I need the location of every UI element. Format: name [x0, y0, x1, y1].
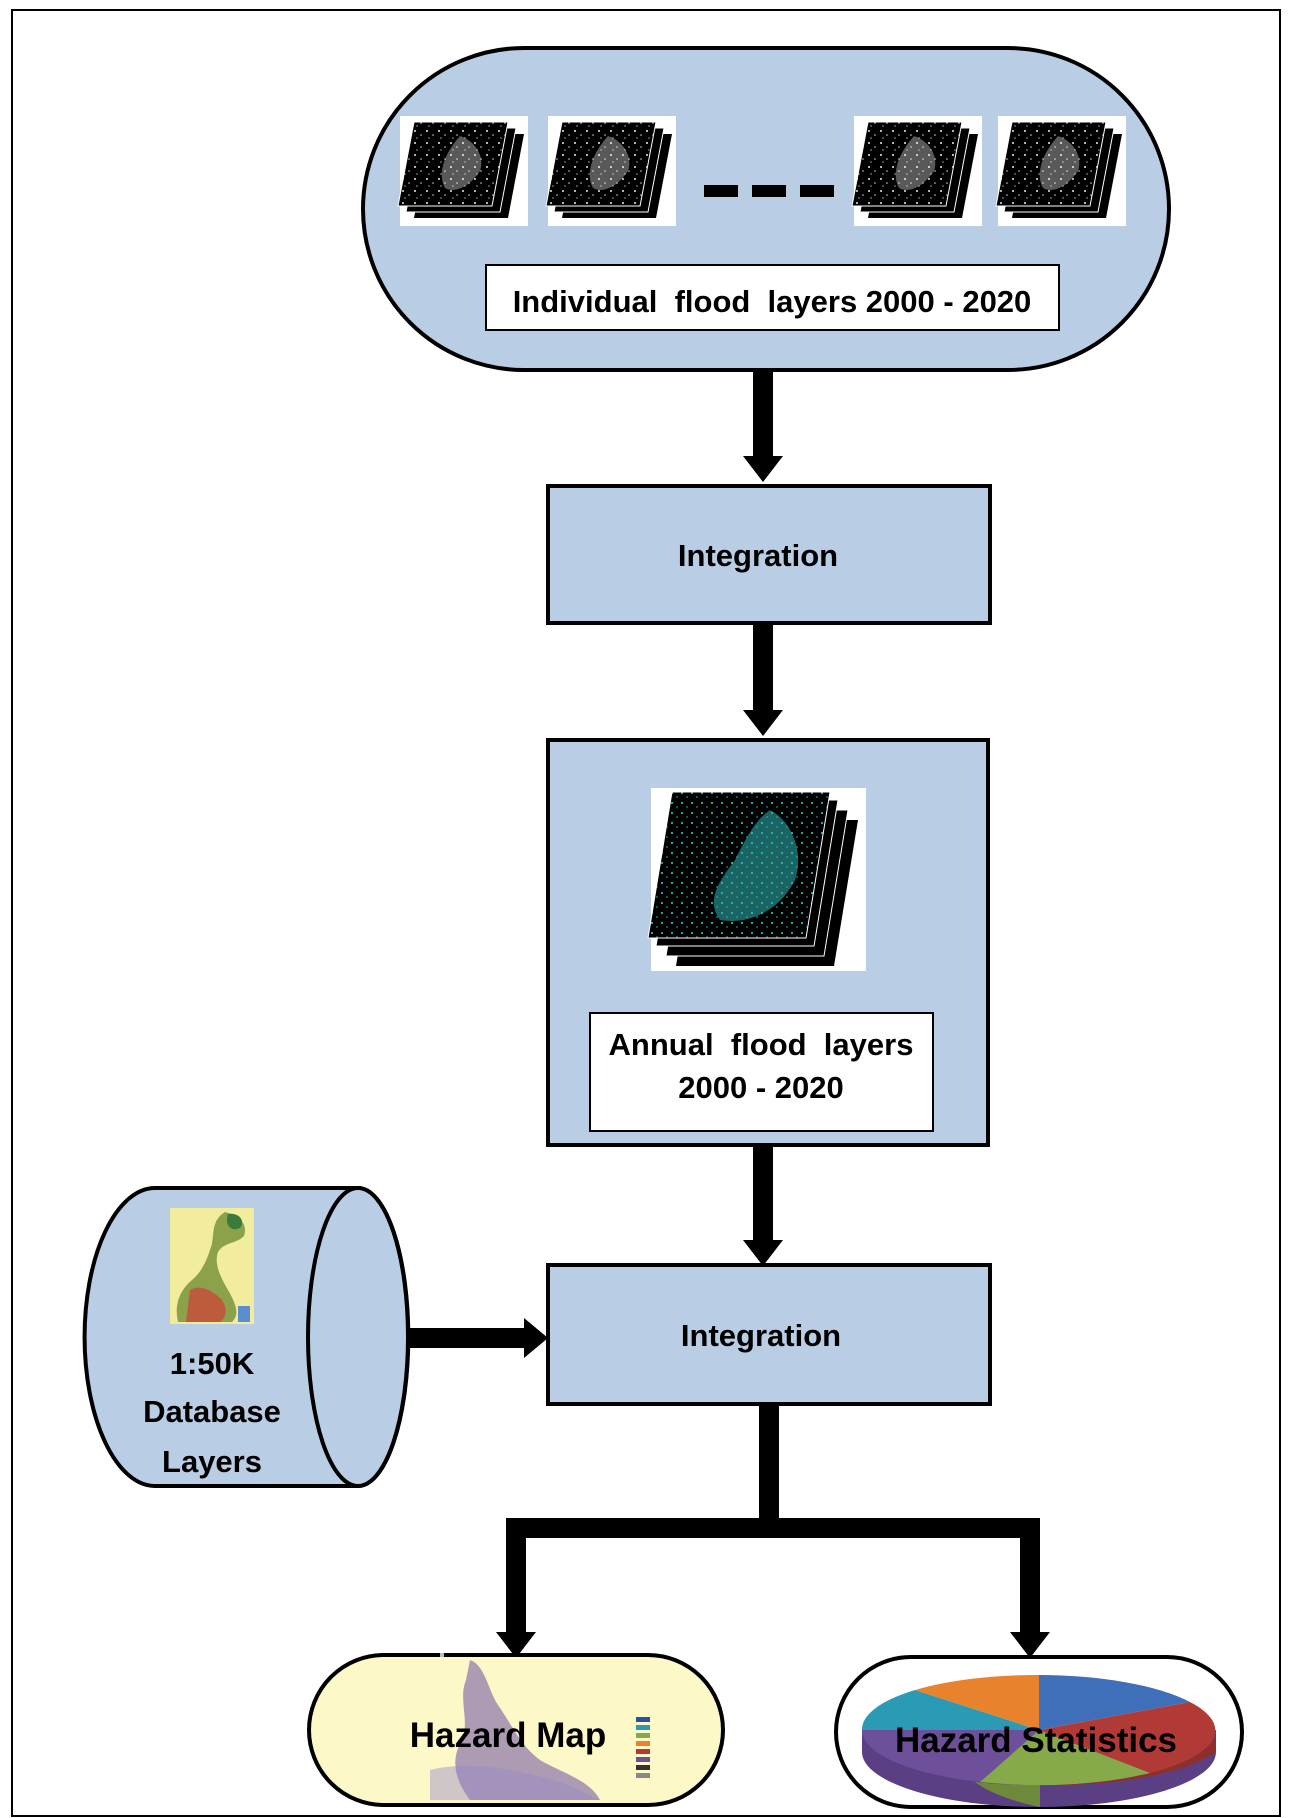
connector-integration-to-annual	[743, 623, 783, 736]
flood-stack-icon-3	[851, 115, 983, 227]
hazard-map-thumbnail-icon	[430, 1653, 650, 1800]
annual-layers-node: Annual flood layers 2000 - 2020	[546, 738, 990, 1147]
integration-box-2	[546, 1263, 992, 1406]
input-layers-label: Individual flood layers 2000 - 2020	[513, 284, 1032, 319]
database-label-line3: Layers	[162, 1444, 262, 1479]
hazard-map-shape	[307, 1653, 725, 1807]
database-cylinder-end	[306, 1186, 410, 1488]
integration-label-2: Integration	[681, 1318, 841, 1353]
database-label-line2: Database	[143, 1394, 281, 1429]
connector-integration-to-outputs	[496, 1404, 1050, 1658]
hazard-map-legend-icon	[636, 1717, 650, 1778]
connector-database-to-integration	[408, 1318, 548, 1358]
annual-layers-label-line1: Annual flood layers	[609, 1027, 914, 1062]
outer-frame	[11, 9, 1281, 1817]
input-layers-label-box	[485, 264, 1060, 331]
database-label-line1: 1:50K	[170, 1346, 255, 1381]
hazard-map-node: Hazard Map	[307, 1653, 725, 1807]
pie-chart-icon	[861, 1674, 1216, 1807]
connector-annual-to-integration	[743, 1145, 783, 1266]
flood-stack-icon-1	[397, 115, 529, 227]
ellipsis-dashes-icon	[704, 185, 834, 197]
hazard-statistics-label: Hazard Statistics	[895, 1721, 1177, 1760]
hazard-statistics-node: Hazard Statistics	[834, 1655, 1244, 1809]
connector-input-to-integration	[743, 370, 783, 482]
state-map-icon	[170, 1208, 254, 1324]
integration-node-1: Integration	[546, 484, 992, 625]
integration-label-1: Integration	[678, 538, 838, 573]
flood-stack-icon-4	[995, 115, 1127, 227]
flood-stack-icon-2	[545, 115, 677, 227]
integration-box-1	[546, 484, 992, 625]
hazard-map-label: Hazard Map	[410, 1716, 606, 1755]
integration-node-2: Integration	[546, 1263, 992, 1406]
database-node: 1:50K Database Layers	[82, 1186, 411, 1488]
annual-flood-stack-icon	[647, 788, 866, 971]
annual-layers-label-box	[589, 1012, 934, 1132]
input-layers-node: Individual flood layers 2000 - 2020	[361, 46, 1171, 372]
annual-layers-label-line2: 2000 - 2020	[678, 1070, 843, 1105]
